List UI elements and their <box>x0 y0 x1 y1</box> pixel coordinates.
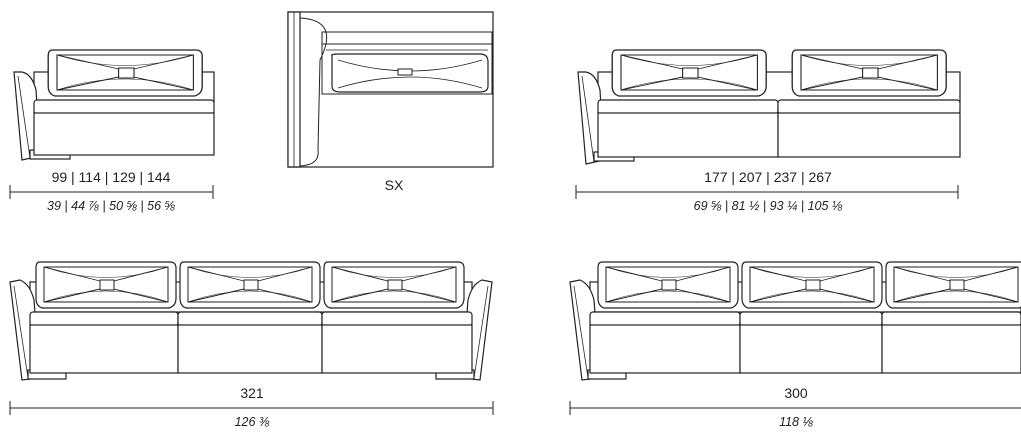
sofa-module-three-seat-arms <box>9 261 493 381</box>
module-4-metric: 300 <box>784 385 808 401</box>
sofa-module-small <box>13 49 215 161</box>
sofa-module-two-seat <box>577 49 961 165</box>
module-1-metric: 99 | 114 | 129 | 144 <box>52 169 171 185</box>
plan-view-label: SX <box>385 177 404 193</box>
module-3-metric: 321 <box>240 385 264 401</box>
module-4-imperial: 118 ⅛ <box>779 415 813 429</box>
module-2-metric: 177 | 207 | 237 | 267 <box>704 169 832 185</box>
sofa-module-three-seat-open <box>569 261 1021 381</box>
module-2-imperial: 69 ⅝ | 81 ½ | 93 ¼ | 105 ⅛ <box>694 199 843 213</box>
module-3-imperial: 126 ⅜ <box>235 415 270 429</box>
sofa-plan-view <box>287 11 494 168</box>
module-1-imperial: 39 | 44 ⅞ | 50 ⅝ | 56 ⅝ <box>47 199 175 213</box>
